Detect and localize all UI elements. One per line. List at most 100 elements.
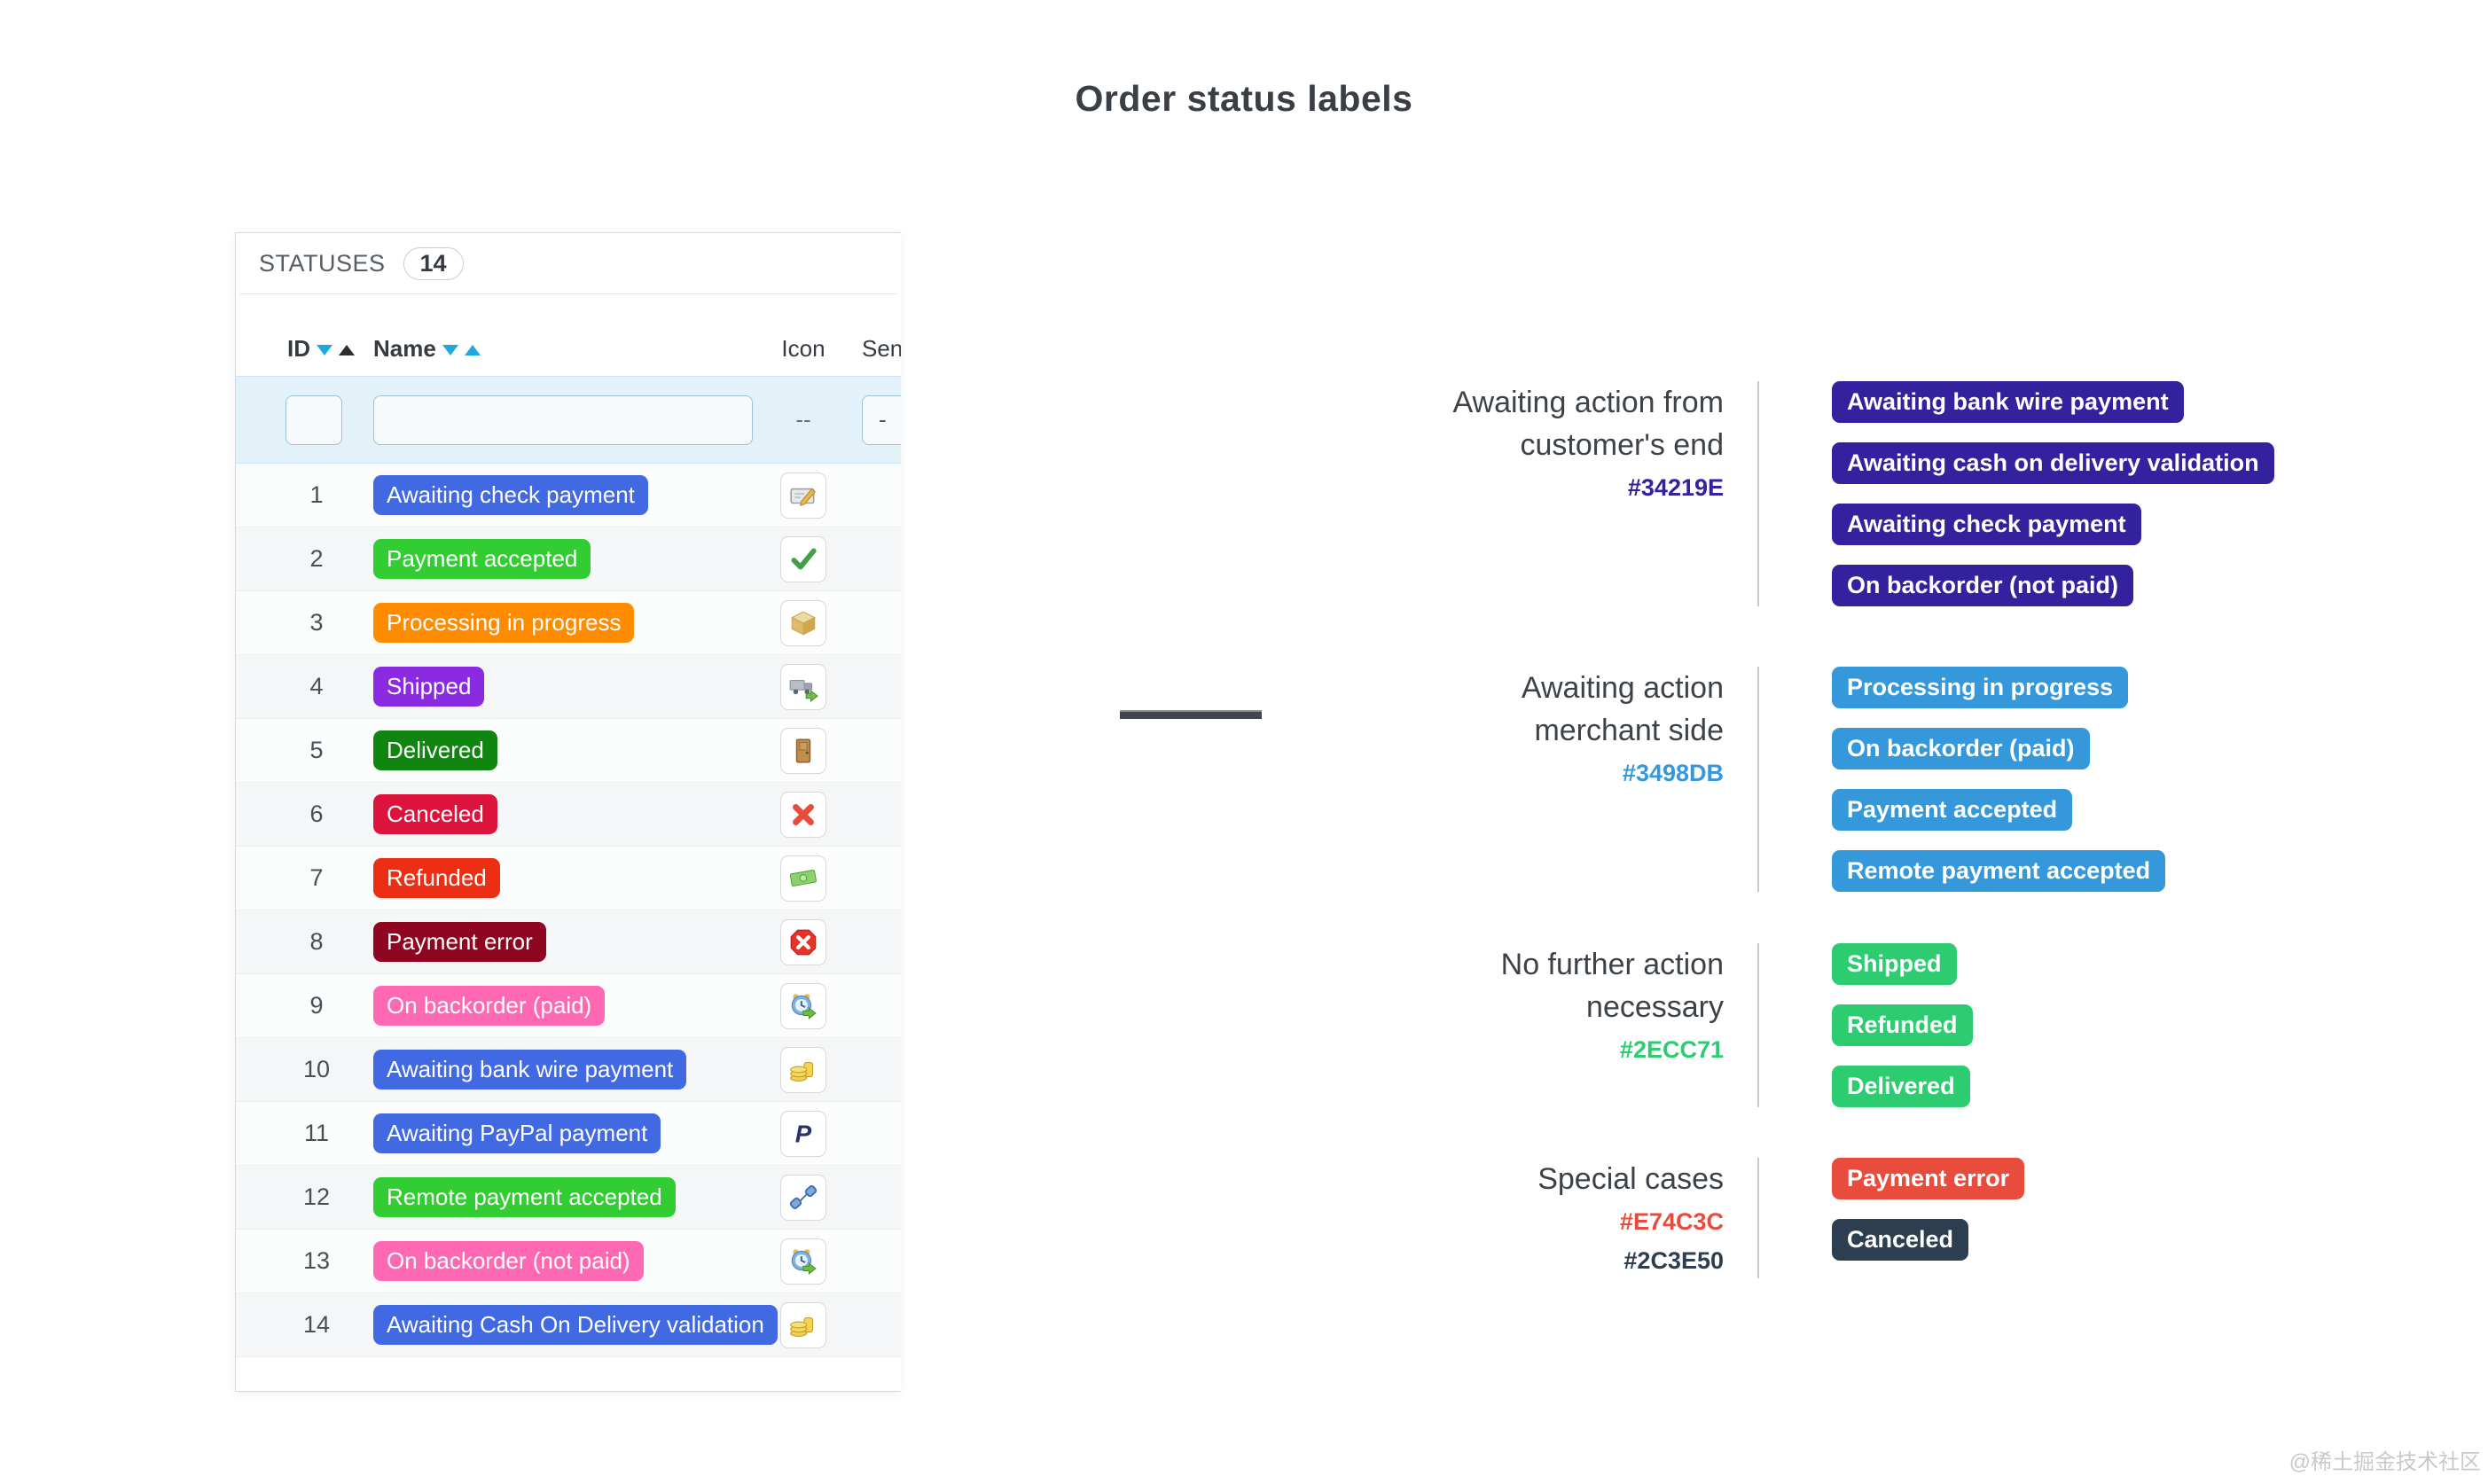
legend-group-title-line: merchant side [1534, 714, 1724, 747]
column-header-icon: Icon [781, 334, 825, 362]
statuses-table: ID Name Icon Send -- - 1 Awaiting check … [236, 321, 901, 1357]
status-badge: On backorder (paid) [373, 986, 606, 1026]
legend-status-badge: On backorder (not paid) [1832, 565, 2134, 606]
table-row[interactable]: 6 Canceled [236, 783, 901, 847]
row-id: 6 [309, 801, 324, 827]
legend-group-divider [1757, 1158, 1759, 1278]
row-id: 13 [302, 1247, 331, 1274]
legend-status-badge: Awaiting check payment [1832, 504, 2141, 545]
table-header-row: ID Name Icon Send [236, 321, 901, 376]
check-mark-icon [780, 535, 826, 582]
sort-asc-icon[interactable] [464, 344, 481, 355]
legend-status-badge: Payment accepted [1832, 789, 2073, 831]
filter-send-select[interactable]: - [862, 394, 901, 445]
legend-group-label: Special cases #E74C3C #2C3E50 [1263, 1158, 1757, 1278]
page-title: Order status labels [1075, 78, 1413, 119]
paypal-icon: P [780, 1110, 826, 1157]
legend-hex-code: #2ECC71 [1619, 1036, 1724, 1063]
legend-status-badge: Awaiting cash on delivery validation [1832, 442, 2274, 484]
row-id: 4 [309, 673, 324, 699]
status-badge: On backorder (not paid) [373, 1241, 644, 1281]
legend-status-badge: Canceled [1832, 1219, 1969, 1261]
row-id: 5 [309, 737, 324, 763]
legend-status-badge: Refunded [1832, 1004, 1973, 1046]
coins-icon [780, 1046, 826, 1093]
table-row[interactable]: 7 Refunded [236, 847, 901, 910]
filter-id-input[interactable] [286, 394, 342, 445]
cheque-icon [780, 472, 826, 519]
table-row[interactable]: 5 Delivered [236, 719, 901, 783]
table-row[interactable]: 1 Awaiting check payment [236, 464, 901, 527]
backorder-clock-icon [780, 1238, 826, 1285]
table-row[interactable]: 4 Shipped [236, 655, 901, 719]
legend-group-divider [1757, 943, 1759, 1107]
backorder-clock-icon [780, 982, 826, 1029]
sort-asc-icon[interactable] [339, 344, 355, 355]
svg-text:P: P [795, 1120, 812, 1147]
status-badge: Shipped [373, 667, 485, 707]
sort-desc-icon[interactable] [317, 344, 333, 355]
row-id: 3 [309, 609, 324, 636]
row-id: 11 [303, 1120, 330, 1146]
table-row[interactable]: 8 Payment error [236, 910, 901, 974]
column-header-name[interactable]: Name [373, 335, 750, 363]
row-id: 1 [309, 481, 324, 508]
table-row[interactable]: 13 On backorder (not paid) [236, 1230, 901, 1293]
legend-group-title-line: No further action [1500, 948, 1724, 981]
table-row[interactable]: 12 Remote payment accepted [236, 1166, 901, 1230]
legend-status-badge: Delivered [1832, 1066, 1970, 1107]
column-header-send: Send [862, 334, 901, 362]
row-id: 2 [309, 545, 324, 572]
status-badge: Delivered [373, 730, 497, 770]
plug-icon [780, 1174, 826, 1221]
sort-desc-icon[interactable] [442, 344, 458, 355]
statuses-panel: STATUSES 14 ID Name Icon Send -- - 1 Awa… [235, 232, 901, 1392]
status-badge: Awaiting Cash On Delivery validation [373, 1305, 778, 1345]
legend-group-title-line: Special cases [1537, 1162, 1724, 1196]
status-badge: Awaiting PayPal payment [373, 1113, 661, 1153]
panel-header: STATUSES 14 [236, 233, 901, 293]
column-header-name-label: Name [373, 334, 436, 362]
status-badge: Canceled [373, 794, 497, 834]
statuses-count-badge: 14 [403, 246, 464, 280]
table-row[interactable]: 2 Payment accepted [236, 527, 901, 591]
legend-hex-code: #34219E [1627, 474, 1724, 501]
legend-group-title-line: necessary [1586, 990, 1724, 1024]
legend-hex-code: #2C3E50 [1623, 1247, 1724, 1274]
filter-row: -- - [236, 376, 901, 464]
status-badge: Processing in progress [373, 603, 635, 643]
legend-group-divider [1757, 381, 1759, 606]
status-badge: Payment error [373, 922, 546, 962]
table-row[interactable]: 11 Awaiting PayPal payment P [236, 1102, 901, 1166]
watermark: @稀土掘金技术社区 [2288, 1450, 2481, 1474]
table-row[interactable]: 3 Processing in progress [236, 591, 901, 655]
filter-name-input[interactable] [373, 394, 753, 445]
divider-dash [1120, 710, 1262, 719]
coins-icon [780, 1301, 826, 1348]
filter-icon-value: -- [795, 406, 811, 433]
table-row[interactable]: 14 Awaiting Cash On Delivery validation [236, 1293, 901, 1357]
legend-status-badge: Remote payment accepted [1832, 850, 2166, 892]
legend-status-badge: On backorder (paid) [1832, 728, 2090, 769]
status-badge: Awaiting bank wire payment [373, 1050, 687, 1090]
row-id: 10 [302, 1056, 331, 1082]
panel-title: STATUSES [259, 249, 386, 277]
column-header-id[interactable]: ID [236, 335, 373, 363]
table-row[interactable]: 10 Awaiting bank wire payment [236, 1038, 901, 1102]
table-body: 1 Awaiting check payment 2 Payment accep… [236, 464, 901, 1357]
legend-group-title-line: customer's end [1520, 428, 1724, 462]
delivery-truck-icon [780, 663, 826, 710]
legend-hex-code: #E74C3C [1619, 1208, 1724, 1235]
table-row[interactable]: 9 On backorder (paid) [236, 974, 901, 1038]
package-icon [780, 599, 826, 646]
payment-error-icon [780, 918, 826, 965]
row-id: 7 [309, 864, 324, 891]
